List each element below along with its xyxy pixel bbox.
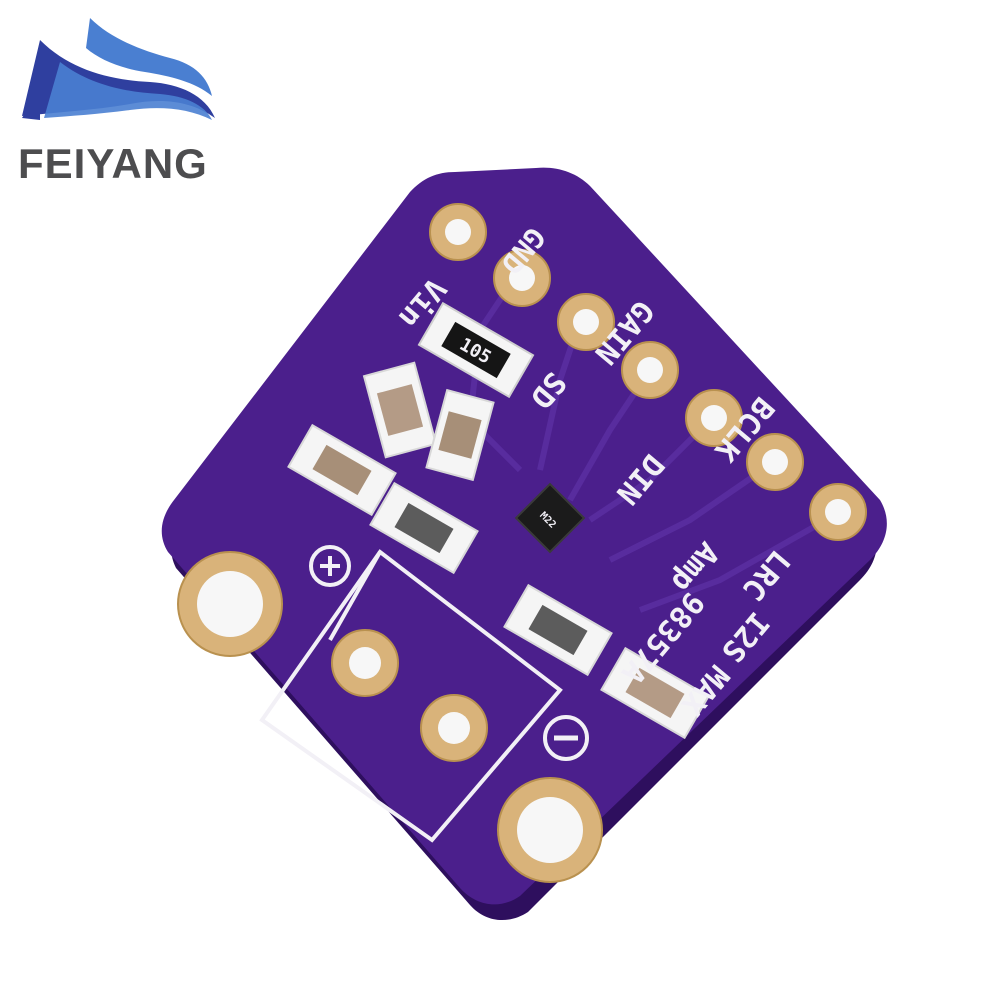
pad-bclk [746,433,804,491]
inductor-2 [503,583,613,677]
pad-lrc [809,483,867,541]
speaker-terminal [259,549,563,843]
pad-gain [621,341,679,399]
minus-symbol-icon [543,715,589,761]
capacitor-2 [425,388,495,482]
inductor-1 [369,481,479,575]
plus-symbol-icon [309,545,351,587]
pad-sd [557,293,615,351]
feiyang-logo-icon [22,18,215,120]
capacitor-3 [287,423,397,517]
capacitor-1 [362,361,438,459]
pad-gnd [493,249,551,307]
mount-hole-left [177,551,283,657]
brand-name: FEIYANG [18,140,208,187]
resistor-105: 105 [417,301,535,399]
header-pads [429,203,867,541]
capacitor-4 [600,646,710,740]
pcb-board [161,167,887,905]
pcb-traces [466,268,837,613]
pad-vin [429,203,487,261]
amp-chip: M22 [514,482,586,554]
mount-hole-right [497,777,603,883]
pad-din [685,389,743,447]
